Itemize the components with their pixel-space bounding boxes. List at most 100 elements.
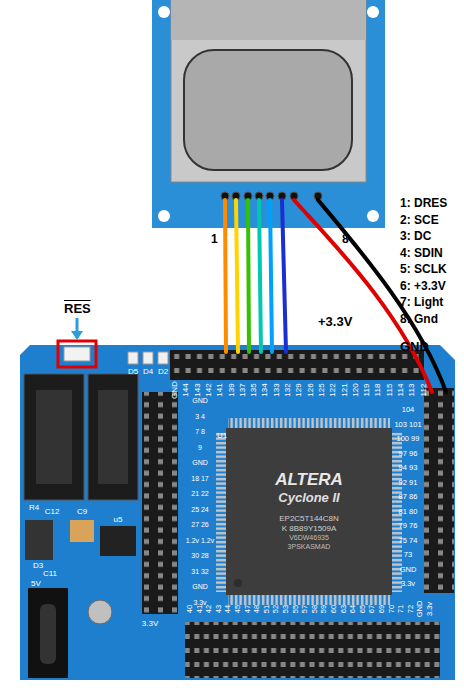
fpga-chip-label: ALTERACyclone IIEP2C5T144C8NK 8B89Y1509A… xyxy=(228,432,390,590)
pin-number: 133 xyxy=(273,383,281,396)
pin-number: 57 xyxy=(301,605,309,613)
pin-number: 100 99 xyxy=(397,435,420,443)
leds xyxy=(128,352,168,364)
part-label: C9 xyxy=(77,508,87,516)
part-label: C11 xyxy=(43,570,57,578)
pin-number: 21 22 xyxy=(191,490,209,497)
pin-number: 59 xyxy=(321,605,329,613)
pin-number: 132 xyxy=(284,383,292,396)
power-section xyxy=(25,520,136,678)
pin-number: 129 xyxy=(295,383,303,396)
header-connectors xyxy=(142,350,454,678)
pin-number: 3.3v xyxy=(193,598,206,605)
part-label: D4 xyxy=(143,368,153,376)
part-label: D5 xyxy=(128,368,138,376)
part-label: R4 xyxy=(29,504,39,512)
pin-number: 1 xyxy=(211,233,218,245)
pin-legend-entry: 1: DRES xyxy=(400,197,447,209)
pin-number: 3.3v xyxy=(426,602,434,616)
signal-name: GND xyxy=(400,340,429,353)
pin-number: 40 xyxy=(186,605,194,613)
pin-legend-entry: 6: +3.3V xyxy=(400,280,446,292)
pin-number: 53 xyxy=(282,605,290,613)
pin-number: 121 xyxy=(341,383,349,396)
pin-number: 67 xyxy=(369,605,377,613)
part-label: 5V xyxy=(31,580,41,588)
pin-number: GND xyxy=(400,566,417,574)
pin-number: 122 xyxy=(329,383,337,396)
pin-number: GND xyxy=(192,397,208,404)
pin-legend-entry: 4: SDIN xyxy=(400,247,443,259)
pin-number: 8 xyxy=(342,233,349,245)
jtag-connectors xyxy=(24,374,138,500)
pin-number: 104 xyxy=(402,406,415,414)
pin-number: 7 8 xyxy=(195,428,205,435)
pin-number: 58 xyxy=(311,605,319,613)
pin-number: 71 xyxy=(397,605,405,613)
pin-number: 142 xyxy=(205,383,213,396)
lcd-wires xyxy=(225,200,446,392)
pin-number: 139 xyxy=(228,383,236,396)
pin-number: 119 xyxy=(363,384,371,397)
pin-number: 81 80 xyxy=(399,508,418,516)
pin-legend-entry: 5: SCLK xyxy=(400,263,447,275)
pin-number: 3.3v xyxy=(401,580,415,588)
pin-number: 48 xyxy=(253,605,261,613)
pin-number: 69 xyxy=(378,605,386,613)
chip-brand: ALTERA xyxy=(275,470,343,490)
chip-marking: EP2C5T144C8N xyxy=(279,514,339,523)
pin-number: 97 96 xyxy=(399,450,418,458)
part-label: u5 xyxy=(114,516,123,524)
pin-number: 31 32 xyxy=(191,567,209,574)
reset-label: RES xyxy=(64,302,91,315)
pin-number: 137 xyxy=(239,383,247,396)
pin-legend-entry: 2: SCE xyxy=(400,214,439,226)
part-label: C12 xyxy=(45,508,60,516)
reset-button xyxy=(58,318,96,367)
pin-number: 113 xyxy=(408,384,416,397)
pin-number: 43 xyxy=(215,605,223,613)
pin-number: 42 xyxy=(205,605,213,613)
fpga-board xyxy=(20,345,455,680)
part-label: D2 xyxy=(158,368,168,376)
pin-number: 135 xyxy=(250,383,258,396)
chip-family: Cyclone II xyxy=(278,491,339,506)
pin-number: 75 74 xyxy=(399,537,418,545)
pin-number: 64 xyxy=(349,605,357,613)
pin-number: GND xyxy=(171,381,179,399)
part-label: D3 xyxy=(33,562,43,570)
pin-number: 65 xyxy=(359,605,367,613)
pin-number: 125 xyxy=(318,383,326,396)
pin-number: 103 101 xyxy=(394,421,421,429)
pin-number: 143 xyxy=(194,383,202,396)
pin-number: 60 xyxy=(330,605,338,613)
part-label: 3.3V xyxy=(142,620,158,628)
pin-number: 51 xyxy=(263,605,271,613)
fpga-chip xyxy=(216,418,402,605)
pin-number: GND xyxy=(192,459,208,466)
pin-number: 70 xyxy=(388,605,396,613)
pin-number: 55 xyxy=(292,605,300,613)
pin-number: 47 xyxy=(244,605,252,613)
pin-number: 126 xyxy=(307,383,315,396)
pin-number: 44 xyxy=(225,605,233,613)
pin-number: 144 xyxy=(182,383,190,396)
pin-number: 1.2v 1.2v xyxy=(186,536,214,543)
pin-number: 94 93 xyxy=(399,464,418,472)
pin-number: 112 xyxy=(420,384,428,397)
pin-number: 41 xyxy=(196,605,204,613)
pin-number: 72 xyxy=(407,605,415,613)
pin-number: 114 xyxy=(397,384,405,397)
pin-number: 9 xyxy=(198,443,202,450)
pin-number: 87 86 xyxy=(399,493,418,501)
pin-number: 18 17 xyxy=(191,474,209,481)
signal-name: +3.3V xyxy=(318,315,352,328)
pin-number: 27 26 xyxy=(191,521,209,528)
part-label: U1 xyxy=(217,432,227,440)
pin-number: 3 4 xyxy=(195,412,205,419)
pin-number: 30 28 xyxy=(191,552,209,559)
pin-number: 45 xyxy=(234,605,242,613)
pin-number: 134 xyxy=(261,383,269,396)
pin-number: 120 xyxy=(352,383,360,396)
